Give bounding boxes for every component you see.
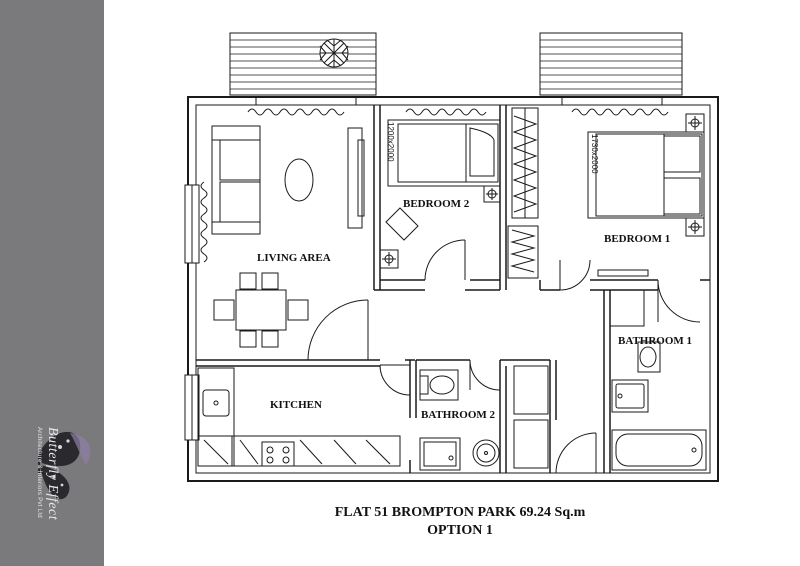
balcony-doors <box>255 96 663 106</box>
room-label-bedroom-1: BEDROOM 1 <box>604 233 670 245</box>
balcony-left <box>229 32 377 96</box>
room-label-living-area: LIVING AREA <box>257 252 331 264</box>
doors <box>307 239 701 474</box>
brand-logo: Butterfly Effect Architecture & Interior… <box>8 425 98 555</box>
kitchen-fittings <box>197 367 401 467</box>
room-label-kitchen: KITCHEN <box>270 399 322 411</box>
room-labels: LIVING AREA BEDROOM 2 BEDROOM 1 KITCHEN … <box>257 122 692 421</box>
plan-option: OPTION 1 <box>427 523 493 538</box>
room-label-bedroom-2: BEDROOM 2 <box>403 198 470 210</box>
plan-title: FLAT 51 BROMPTON PARK 69.24 Sq.m <box>334 505 586 520</box>
windows <box>184 184 200 441</box>
butterfly-icon <box>38 431 91 500</box>
title-block: FLAT 51 BROMPTON PARK 69.24 Sq.m OPTION … <box>240 504 680 540</box>
wardrobe-bedroom2 <box>507 107 539 279</box>
room-label-bathroom-2: BATHROOM 2 <box>421 409 496 421</box>
bathroom1-fittings <box>609 289 707 471</box>
bedroom1-furniture <box>587 113 705 277</box>
bathroom2-fittings <box>419 365 549 471</box>
brand-sidebar: Butterfly Effect Architecture & Interior… <box>0 0 104 566</box>
plant-icon <box>319 38 349 68</box>
balcony-right <box>539 32 683 96</box>
bedroom2-furniture <box>379 119 501 269</box>
bed-size-bedroom-1: 1730x2000 <box>590 134 599 174</box>
curtains <box>200 108 669 263</box>
exterior-walls <box>187 96 719 482</box>
bed-size-bedroom-2: 1200x2000 <box>386 122 395 162</box>
room-label-bathroom-1: BATHROOM 1 <box>618 335 692 347</box>
living-furniture <box>211 125 365 348</box>
